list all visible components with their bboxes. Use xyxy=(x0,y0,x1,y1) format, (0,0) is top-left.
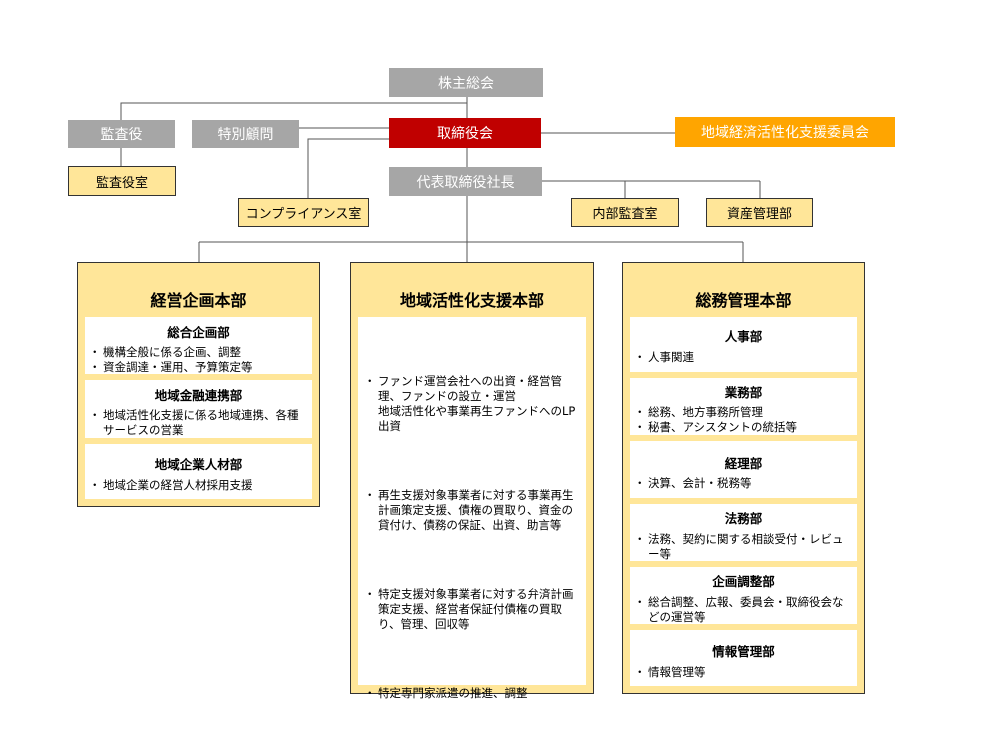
board-of-directors-box: 取締役会 xyxy=(389,118,541,148)
dept-information-management: 情報管理部 情報管理等 xyxy=(630,630,857,686)
dept-name: 人事部 xyxy=(724,329,763,344)
hq-title: 経営企画本部 xyxy=(150,291,247,310)
regional-revitalization-committee-box: 地域経済活性化支援委員会 xyxy=(675,117,895,147)
regional-revitalization-support-hq: 地域活性化支援本部 ファンド運営会社への出資・経営管理、ファンドの設立・運営 地… xyxy=(350,262,594,701)
internal-audit-office-box: 内部監査室 xyxy=(571,198,679,227)
auditor-box: 監査役 xyxy=(68,120,175,148)
dept-name: 総合企画部 xyxy=(167,325,230,340)
duty-item: 特定支援対象事業者に対する弁済計画策定支援、経営者保証付債権の買取り、管理、回収… xyxy=(364,587,578,632)
general-affairs-hq: 総務管理本部 人事部 人事関連 業務部 総務、地方事務所管理 秘書、アシスタント… xyxy=(622,262,865,694)
ceo-box: 代表取締役社長 xyxy=(389,167,542,196)
dept-item: 地域企業の経営人材採用支援 xyxy=(89,478,312,493)
dept-name: 企画調整部 xyxy=(712,574,775,589)
dept-name: 経理部 xyxy=(724,456,763,471)
dept-name: 地域金融連携部 xyxy=(154,388,243,403)
dept-item: 法務、契約に関する相談受付・レビュー等 xyxy=(634,532,849,562)
dept-accounting: 経理部 決算、会計・税務等 xyxy=(630,441,857,498)
dept-name: 地域企業人材部 xyxy=(154,457,243,472)
duty-item: 再生支援対象事業者に対する事業再生計画策定支援、債権の買取り、資金の貸付け、債務… xyxy=(364,488,578,533)
management-planning-hq: 経営企画本部 総合企画部 機構全般に係る企画、調整 資金調達・運用、予算策定等 … xyxy=(77,262,320,507)
dept-item: 資金調達・運用、予算策定等 xyxy=(89,360,312,375)
org-connector-lines xyxy=(120,97,761,262)
duty-item: 特定専門家派遣の推進、調整 xyxy=(364,686,578,701)
dept-name: 情報管理部 xyxy=(712,644,775,659)
hq-title: 地域活性化支援本部 xyxy=(399,291,544,310)
dept-regional-finance: 地域金融連携部 地域活性化支援に係る地域連携、各種サービスの営業 xyxy=(85,380,312,438)
hq-title: 総務管理本部 xyxy=(695,291,792,310)
dept-item: 決算、会計・税務等 xyxy=(634,476,857,491)
dept-item: 地域活性化支援に係る地域連携、各種サービスの営業 xyxy=(89,408,306,438)
special-advisor-box: 特別顧問 xyxy=(192,120,299,148)
asset-management-dept-box: 資産管理部 xyxy=(706,198,813,227)
dept-name: 法務部 xyxy=(724,511,763,526)
shareholders-meeting-box: 株主総会 xyxy=(389,68,543,97)
dept-item: 総合調整、広報、委員会・取締役会などの運営等 xyxy=(634,595,849,625)
dept-regional-talent: 地域企業人材部 地域企業の経営人材採用支援 xyxy=(85,444,312,499)
dept-general-planning: 総合企画部 機構全般に係る企画、調整 資金調達・運用、予算策定等 xyxy=(85,317,312,375)
dept-planning-coordination: 企画調整部 総合調整、広報、委員会・取締役会などの運営等 xyxy=(630,567,857,624)
dept-legal: 法務部 法務、契約に関する相談受付・レビュー等 xyxy=(630,504,857,561)
dept-name: 業務部 xyxy=(724,385,763,400)
compliance-office-box: コンプライアンス室 xyxy=(238,198,369,227)
duty-item: ファンド運営会社への出資・経営管理、ファンドの設立・運営 地域活性化や事業再生フ… xyxy=(364,374,578,434)
auditor-office-box: 監査役室 xyxy=(68,166,176,196)
dept-item: 総務、地方事務所管理 xyxy=(634,405,857,420)
dept-item: 情報管理等 xyxy=(634,665,857,680)
dept-hr: 人事部 人事関連 xyxy=(630,317,857,372)
dept-operations: 業務部 総務、地方事務所管理 秘書、アシスタントの統括等 xyxy=(630,378,857,435)
dept-item: 人事関連 xyxy=(634,350,857,365)
dept-item: 機構全般に係る企画、調整 xyxy=(89,345,312,360)
center-duties-box: ファンド運営会社への出資・経営管理、ファンドの設立・運営 地域活性化や事業再生フ… xyxy=(358,317,586,701)
dept-item: 秘書、アシスタントの統括等 xyxy=(634,420,857,435)
